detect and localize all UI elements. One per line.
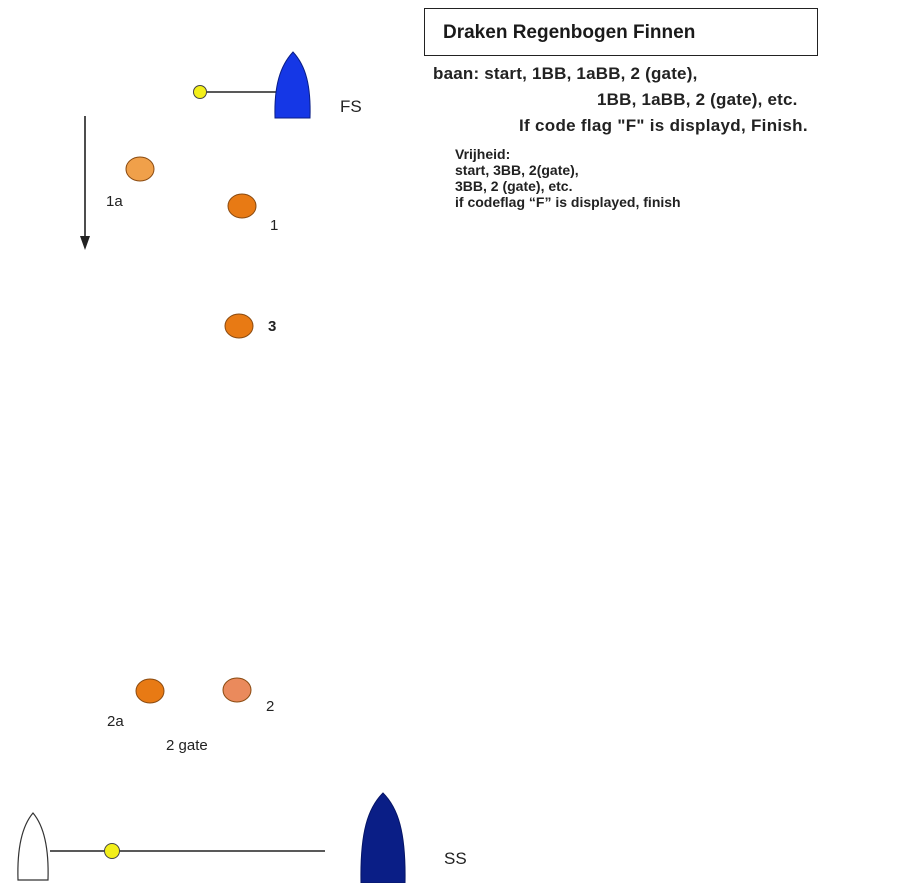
start-line: SS	[17, 792, 467, 883]
start-boat	[360, 792, 406, 883]
freedom-line-2: 3BB, 2 (gate), etc.	[455, 178, 573, 194]
mark-2: 2	[222, 677, 274, 715]
mark-2a-label: 2a	[107, 713, 124, 730]
mark-2-label: 2	[266, 698, 274, 715]
start-ship-label: SS	[444, 849, 467, 868]
course-line-3: If code flag "F" is displayd, Finish.	[519, 116, 808, 135]
freedom-line-1: start, 3BB, 2(gate),	[455, 162, 579, 178]
mark-2a: 2a	[107, 678, 165, 730]
finish-boat	[274, 51, 311, 119]
page-title: Draken Regenbogen Finnen	[443, 22, 696, 43]
mark-1: 1	[227, 193, 278, 234]
start-buoy	[104, 843, 120, 859]
finish-ship-label: FS	[340, 97, 362, 116]
mark-1a: 1a	[106, 156, 155, 210]
mark-3: 3	[224, 313, 276, 339]
mark-3-label: 3	[268, 318, 276, 335]
freedom-heading: Vrijheid:	[455, 146, 511, 162]
mark-1a-label: 1a	[106, 193, 123, 210]
direction-arrow	[80, 116, 90, 250]
freedom-line-3: if codeflag “F” is displayed, finish	[455, 194, 681, 210]
gate-label: 2 gate	[166, 737, 208, 754]
course-line-2: 1BB, 1aBB, 2 (gate), etc.	[597, 90, 798, 109]
course-line-1: baan: start, 1BB, 1aBB, 2 (gate),	[433, 64, 698, 83]
finish-line: FS	[193, 51, 362, 119]
freedom-course-block: Vrijheid: start, 3BB, 2(gate), 3BB, 2 (g…	[455, 146, 681, 210]
pin-boat	[17, 812, 49, 881]
finish-buoy	[193, 85, 207, 99]
mark-1-label: 1	[270, 217, 278, 234]
title-box: Draken Regenbogen Finnen	[424, 8, 818, 56]
